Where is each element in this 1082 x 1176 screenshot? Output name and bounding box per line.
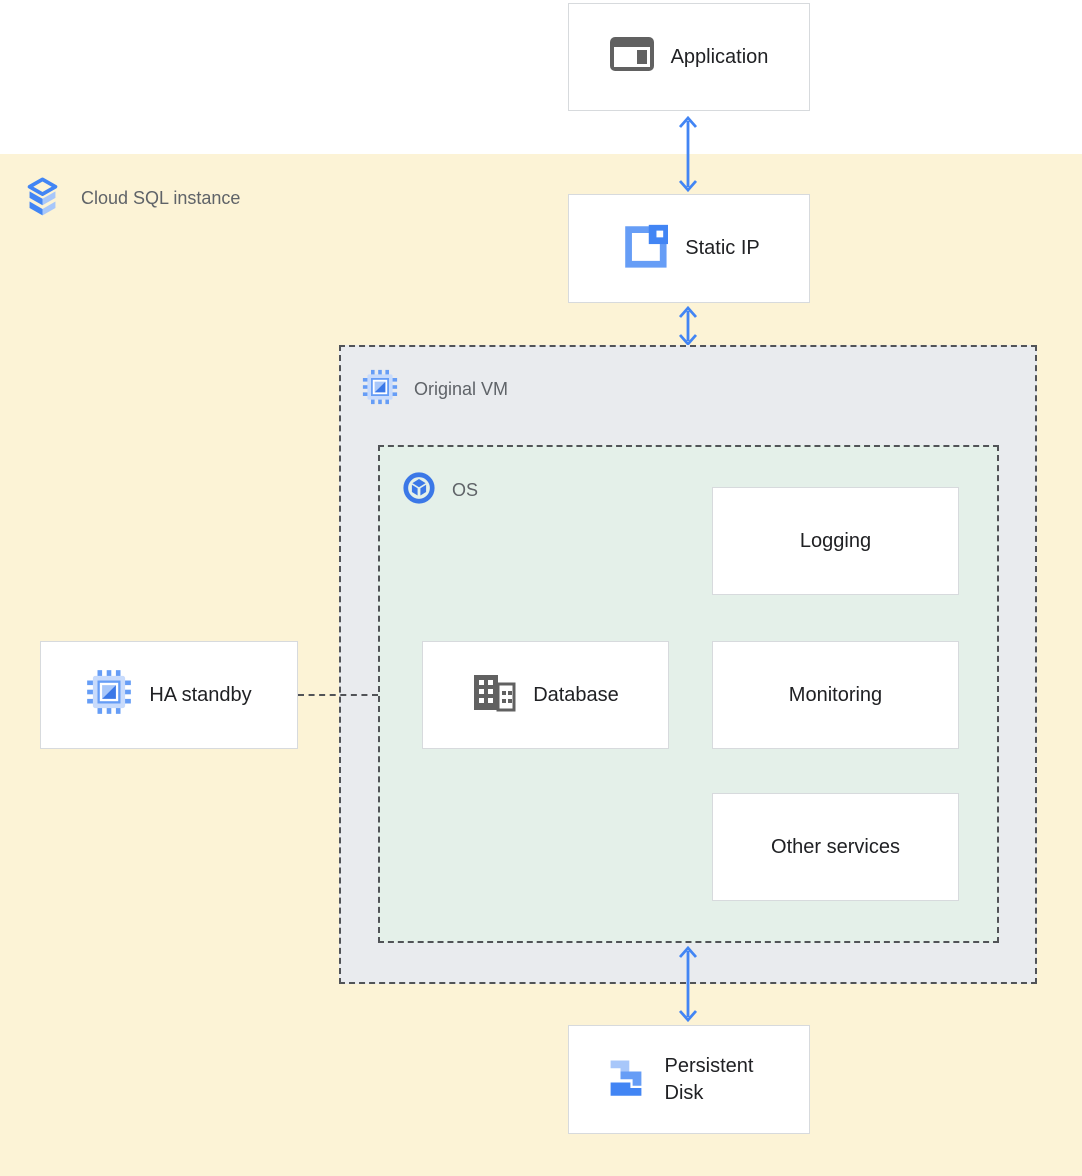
persistent-disk-icon [604,1055,648,1105]
cloud-sql-area-title: Cloud SQL instance [81,188,241,208]
os-cube-icon [402,471,436,510]
node-label: HA standby [149,683,252,706]
node-ha-standby: HA standby [40,641,298,749]
node-logging: Logging [712,487,959,595]
node-application: Application [568,3,810,111]
node-label: Application [670,45,769,68]
compute-engine-chip-icon [362,369,398,410]
compute-engine-chip-icon [86,669,132,721]
database-building-icon [472,672,516,718]
original-vm-title: Original VM [414,379,509,399]
os-label: OS [402,471,478,510]
static-ip-icon [618,221,669,277]
node-static-ip: Static IP [568,194,810,303]
os-title: OS [452,480,479,500]
node-other-services: Other services [712,793,959,901]
node-label: Static IP [685,237,760,259]
node-label: Other services [771,835,900,858]
node-database: Database [422,641,669,749]
node-label: Database [533,683,619,706]
arrow-application-staticip [678,115,698,193]
cloud-sql-area-label: Cloud SQL instance [24,176,240,221]
node-label: Logging [799,529,872,552]
node-label: Monitoring [788,683,883,706]
arrow-staticip-vm [678,306,698,346]
application-window-icon [609,37,654,77]
node-persistent-disk: Persistent Disk [568,1025,810,1134]
node-monitoring: Monitoring [712,641,959,749]
connector-ha-standby-os [298,694,378,696]
original-vm-label: Original VM [362,369,508,410]
cloud-sql-stack-icon [24,176,61,221]
os-area: OS Logging [378,445,999,943]
node-label: Persistent Disk [664,1054,754,1104]
original-vm-area: Original VM OS Logging [339,345,1037,984]
arrow-os-persistentdisk [678,945,698,1023]
